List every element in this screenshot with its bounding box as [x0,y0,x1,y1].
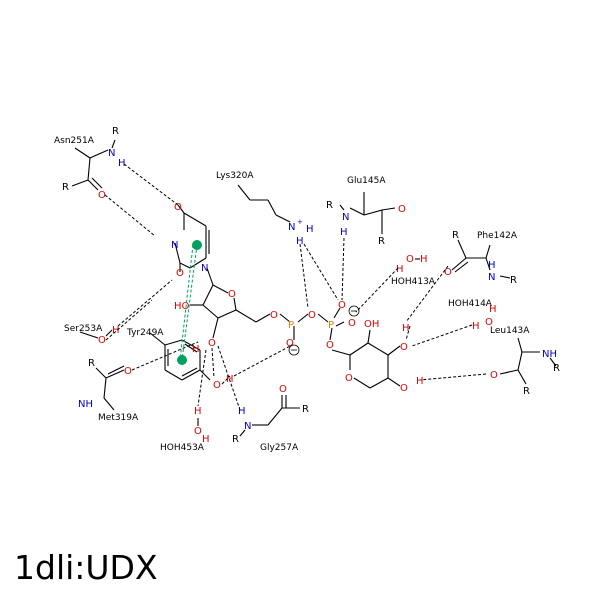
uracil-n3-atom: N [171,240,178,251]
svg-text:R: R [326,200,333,211]
svg-text:R: R [232,434,239,445]
residue-tyr249a-group [149,332,211,381]
residue-label-gly257a: Gly257A [260,443,299,453]
svg-text:R: R [452,230,459,241]
svg-text:O: O [213,380,221,391]
residue-met319a-group [95,365,125,411]
pi-stacking-line [181,244,198,361]
phosphate-alpha-atom: P [288,320,294,331]
residue-label-glu145a: Glu145A [347,176,386,186]
svg-text:H: H [402,323,410,334]
svg-text:O: O [398,204,406,215]
svg-text:N: N [244,421,251,432]
residue-ser253a-group [79,329,113,339]
svg-text:H: H [118,158,126,169]
svg-text:H: H [488,260,496,271]
residue-label-lys320a: Lys320A [216,171,254,181]
ribose-o5-atom: O [270,310,278,321]
svg-text:R: R [302,404,309,415]
svg-text:O: O [124,366,132,377]
residue-glu145a-group [339,192,396,234]
svg-text:R: R [88,358,95,369]
svg-text:H: H [194,406,202,417]
svg-text:R: R [510,275,517,286]
water-label-hoh414a: HOH414A [448,299,493,309]
svg-text:O: O [406,254,414,265]
svg-text:H: H [296,236,304,247]
water-label-hoh413a: HOH413A [391,277,436,287]
xylose-ring [331,329,401,389]
svg-text:NH: NH [78,399,93,410]
svg-text:H: H [420,254,428,265]
svg-text:O: O [98,335,106,346]
phosphate-alpha-o-atom: O [286,338,294,349]
svg-text:H: H [472,321,480,332]
svg-text:R: R [112,126,119,137]
xylose-oh-atom: OH [364,319,379,330]
ribose-o3-atom: O [208,338,216,349]
residue-asn251a-group [71,139,116,191]
phosphate-beta-o3-atom: O [326,340,334,351]
residue-label-tyr249a: Tyr249A [126,328,164,338]
ribose-ring [190,267,271,339]
residue-lys320a-group [237,184,291,223]
xylose-o5-atom: O [345,373,353,384]
svg-text:R: R [553,363,560,374]
residue-label-leu143a: Leu143A [490,326,530,336]
residue-label-met319a: Met319A [98,413,139,423]
residue-label-ser253a: Ser253A [64,324,103,334]
svg-text:H: H [396,264,404,275]
phosphate-beta-atom: P [328,320,334,331]
svg-text:H: H [416,376,424,387]
svg-text:+: + [297,218,303,226]
svg-text:O: O [98,190,106,201]
bridging-o-atom: O [308,310,316,321]
residue-gly257a-group [239,395,300,437]
svg-text:O: O [485,317,493,328]
svg-text:N: N [342,212,349,223]
svg-text:O: O [194,426,202,437]
xylose-o3-atom: O [400,342,408,353]
svg-text:H: H [238,406,246,417]
residue-leu143a-group [499,337,557,385]
svg-text:H: H [226,374,234,385]
svg-text:O: O [444,267,452,278]
hydrogen-bonds [104,163,487,411]
ribose-ho2-atom: HO [174,301,190,312]
svg-text:H: H [306,224,314,235]
phosphate-beta-o2-atom: O [348,318,356,329]
svg-text:NH: NH [542,349,557,360]
svg-text:N: N [288,222,295,233]
svg-text:H: H [192,344,200,355]
svg-text:O: O [490,370,498,381]
svg-text:O: O [279,384,287,395]
residue-label-asn251a: Asn251A [54,136,95,146]
negative-charge-icon [288,344,300,356]
svg-text:N: N [488,272,495,283]
svg-text:R: R [62,182,69,193]
svg-text:H: H [340,227,348,238]
svg-text:R: R [523,386,530,397]
diagram-title: 1dli:UDX [14,548,158,587]
svg-text:R: R [378,236,385,247]
negative-charge-icon [348,305,360,317]
uracil-n1-atom: N [201,263,208,274]
uracil-o4-atom: O [174,202,182,213]
xylose-o4-atom: O [400,383,408,394]
svg-text:H: H [112,325,120,336]
svg-text:H: H [202,434,210,445]
ribose-o4-atom: O [228,289,236,300]
residue-label-phe142a: Phe142A [477,231,518,241]
water-label-hoh453a: HOH453A [160,443,205,453]
residue-phe142a-group [451,239,511,279]
diphosphate [279,307,345,341]
uracil-o2-atom: O [176,268,184,279]
svg-text:N: N [108,148,115,159]
phosphate-beta-o1-atom: O [338,300,346,311]
uracil-ring [174,204,210,272]
svg-text:H: H [489,304,497,315]
